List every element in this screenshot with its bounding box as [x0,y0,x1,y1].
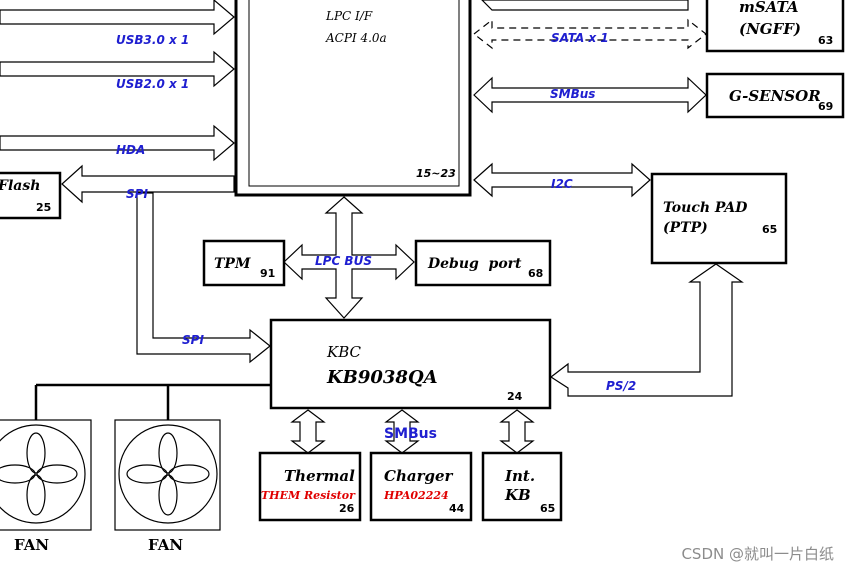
tpm-page: 91 [260,267,275,280]
tpm-label: TPM [214,256,251,272]
debug-label: Debug port [427,256,522,272]
touchpad-line1: Touch PAD [663,200,748,216]
usb2-arrow [0,50,235,88]
thermal-page: 26 [339,502,355,515]
i2c-label: I2C [551,177,573,191]
spi-top-arrow [61,164,235,204]
spi-kbc-arrow [136,192,271,364]
pch-box [234,0,472,197]
charger-box [369,451,473,522]
hda-label: HDA [116,143,145,157]
intkb-arrow [499,409,535,454]
kbc-box [269,318,552,410]
pch-line1: LPC I/F [325,9,373,23]
lpc-bus-cross [283,196,415,319]
debug-page: 68 [528,267,543,280]
thermal-box [258,451,362,522]
pch-line2: ACPI 4.0a [325,31,387,45]
kbc-line2: KB9038QA [326,367,438,388]
msata-box [705,0,845,53]
msata-top-arrow [481,0,689,11]
intkb-box [481,451,563,522]
fan-1-icon [0,419,92,531]
watermark: CSDN @就叫一片白纸 [681,545,834,563]
touchpad-page: 65 [762,223,777,236]
gsensor-label: G-SENSOR [729,87,821,105]
kbc-page: 24 [507,390,523,403]
touchpad-line2: (PTP) [663,220,708,236]
flash-label: Flash [0,178,40,194]
intkb-line2: KB [504,486,531,504]
tpm-box [202,239,286,287]
thermal-arrow [290,409,326,454]
intkb-line1: Int. [504,467,535,485]
i2c-arrow [473,162,651,198]
gsensor-page: 69 [818,100,833,113]
charger-label: Charger [384,467,453,485]
spi-top-label: SPI [126,187,148,201]
thermal-part: THEM Resistor [261,489,356,502]
usb2-label: USB2.0 x 1 [116,77,189,91]
spi-kbc-label: SPI [182,333,204,347]
pch-inner-box [248,0,460,187]
usb3-label: USB3.0 x 1 [116,33,189,47]
gsensor-box [705,72,845,119]
ps2-label: PS/2 [606,379,636,393]
msata-line1: mSATA [739,0,799,16]
lpc-bus-label: LPC BUS [315,254,372,268]
fan-1-label: FAN [14,536,49,554]
msata-line2: (NGFF) [739,20,801,38]
sata-label: SATA x 1 [551,31,609,45]
ps2-arrow [549,263,744,397]
msata-page: 63 [818,34,833,47]
intkb-page: 65 [540,502,555,515]
fan-2-label: FAN [148,536,183,554]
touchpad-box [650,172,788,265]
usb3-arrow [0,0,235,36]
hda-arrow [0,124,235,162]
thermal-label: Thermal [284,467,355,485]
flash-page: 25 [36,201,51,214]
kbc-line1: KBC [326,343,362,361]
pch-page: 15~23 [416,167,456,180]
flash-box [0,171,62,220]
fan-2-icon [114,419,221,531]
debug-box [414,239,552,287]
charger-page: 44 [449,502,465,515]
smbus-top-label: SMBus [550,87,595,101]
charger-part: HPA02224 [383,489,449,502]
smbus-bottom-label: SMBus [384,426,437,442]
